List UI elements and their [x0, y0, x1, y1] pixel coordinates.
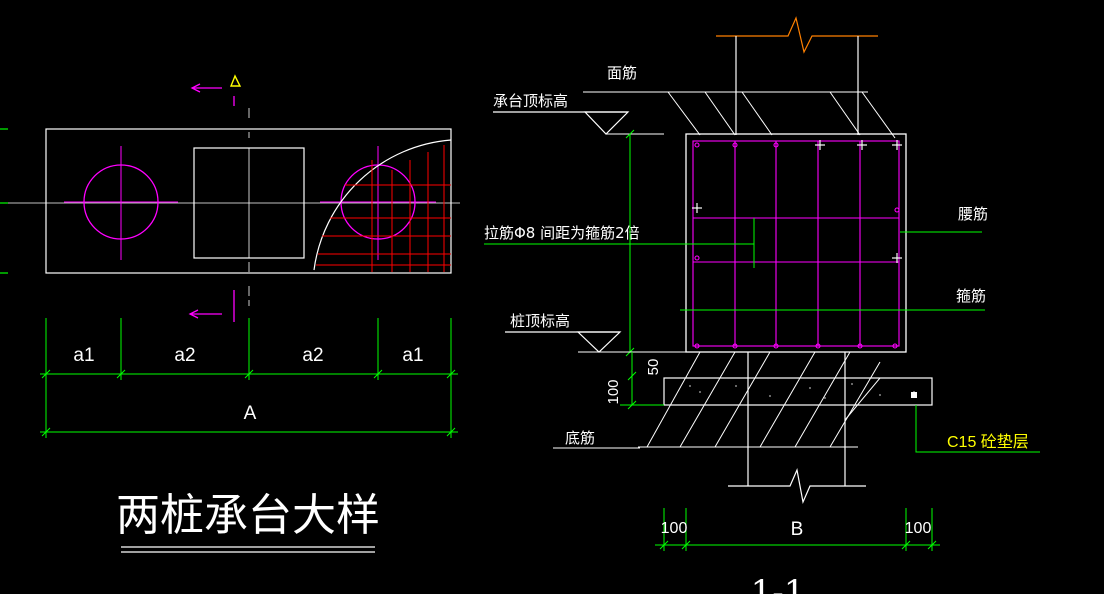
dim-tick — [625, 129, 635, 139]
section-cut-bottom — [188, 290, 235, 322]
grip-marker — [911, 392, 917, 398]
pile-break-line — [728, 467, 866, 505]
label-side-bar: 腰筋 — [958, 205, 988, 223]
dim-a1-left: a1 — [73, 345, 94, 366]
bottom-hatch — [638, 351, 881, 448]
rebar-markers — [692, 140, 902, 263]
column-break-line — [716, 16, 878, 54]
dim-100-right: 100 — [905, 520, 932, 537]
label-tie-bar: 拉筋Φ8 间距为箍筋2倍 — [484, 224, 640, 242]
cap-outline — [45, 128, 452, 274]
pile-left — [64, 146, 178, 260]
plan-title: 两桩承台大样 — [116, 490, 380, 541]
plan-dimensions — [40, 318, 458, 438]
elevation-triangle-icon — [583, 111, 630, 135]
pile-elevation-triangle-icon — [576, 331, 622, 353]
label-stirrup: 箍筋 — [956, 287, 986, 305]
section-cut-top — [190, 83, 235, 106]
label-top-bar: 面筋 — [607, 64, 637, 82]
cushion-leader — [915, 405, 1040, 453]
dim-a2-right: a2 — [302, 345, 323, 366]
label-cushion: C15 砼垫层 — [947, 433, 1029, 451]
pile-cap-plan: a1 a2 a2 a1 A 两桩承台大样 — [0, 74, 460, 553]
label-pile-top-elevation: 桩顶标高 — [510, 312, 570, 330]
cap-section-outline — [685, 133, 907, 353]
top-hatch — [583, 91, 896, 139]
dim-100-left: 100 — [661, 520, 688, 537]
dim-width-b: B — [791, 519, 804, 540]
dim-a2-left: a2 — [174, 345, 195, 366]
dim-a1-right: a1 — [402, 345, 423, 366]
section-mark: 1-1 — [751, 573, 806, 594]
dim-50: 50 — [645, 359, 662, 376]
break-arc — [313, 139, 452, 271]
pile-cap-section: 面筋 承台顶标高 — [484, 16, 1040, 594]
rebar-grid — [316, 145, 451, 272]
cushion-layer — [663, 377, 933, 406]
dim-100-vertical: 100 — [605, 379, 622, 404]
dim-total-a: A — [244, 403, 257, 424]
dim-tick — [627, 371, 637, 381]
snap-marker-icon — [229, 74, 242, 87]
label-cap-top-elevation: 承台顶标高 — [493, 92, 568, 110]
label-bottom-bar: 底筋 — [565, 429, 595, 447]
section-dimensions — [655, 508, 940, 551]
cushion-dots — [689, 383, 915, 399]
